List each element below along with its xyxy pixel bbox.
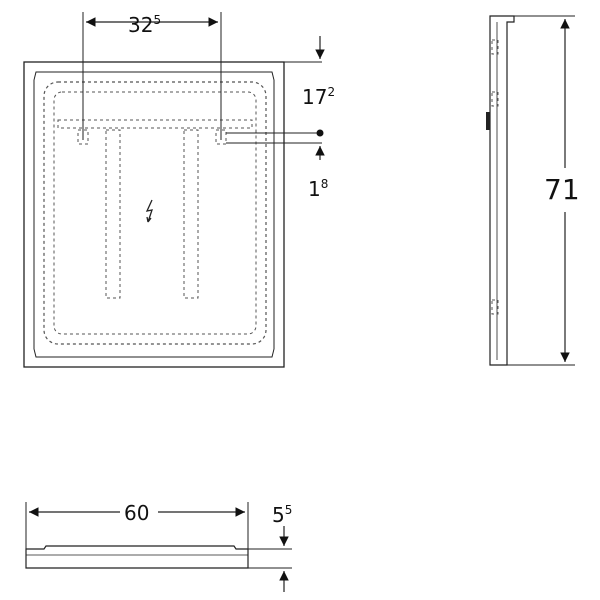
side-bracket-bottom (491, 299, 499, 315)
dim-offset-small-sup: 8 (321, 177, 329, 191)
dim-bottom-width-label: 60 (124, 501, 149, 525)
dim-offset-small: 18 (226, 129, 328, 201)
dim-bottom-depth-sup: 5 (285, 503, 293, 517)
side-bracket-top (491, 39, 499, 55)
dim-bottom-depth-main: 5 (272, 503, 285, 527)
front-view: 325 172 18 (23, 12, 335, 368)
dim-bottom-depth: 55 (248, 503, 292, 592)
dim-width-top-main: 32 (128, 13, 153, 37)
side-profile (489, 15, 515, 366)
side-bracket-middle (491, 91, 499, 107)
mounting-rail-dashed (57, 119, 253, 129)
dim-offset-right: 172 (284, 36, 335, 109)
bottom-profile (25, 545, 249, 569)
lightning-bolt-icon (145, 199, 153, 223)
vertical-stud-right (183, 129, 199, 299)
vertical-stud-left (105, 129, 121, 299)
dim-width-top: 325 (82, 12, 222, 140)
dim-offset-right-sup: 2 (327, 85, 335, 99)
side-view: 71 (486, 15, 580, 366)
front-light-panel-dashed (43, 81, 267, 345)
svg-text:55: 55 (272, 503, 292, 527)
dim-height: 71 (507, 15, 580, 366)
svg-text:325: 325 (128, 13, 161, 37)
dim-height-label: 71 (544, 173, 580, 206)
reference-dot (316, 129, 324, 137)
dim-offset-right-main: 17 (302, 85, 327, 109)
bottom-view: 60 55 (25, 501, 292, 592)
dim-width-top-sup: 5 (153, 13, 161, 27)
front-bevel-outline (33, 71, 275, 358)
side-switch (486, 112, 490, 130)
dim-bottom-width: 60 (25, 501, 249, 549)
svg-text:18: 18 (308, 177, 328, 201)
front-light-panel-inner-dashed (53, 91, 257, 335)
front-outer-frame (23, 61, 285, 368)
svg-text:172: 172 (302, 85, 335, 109)
dim-offset-small-main: 1 (308, 177, 321, 201)
